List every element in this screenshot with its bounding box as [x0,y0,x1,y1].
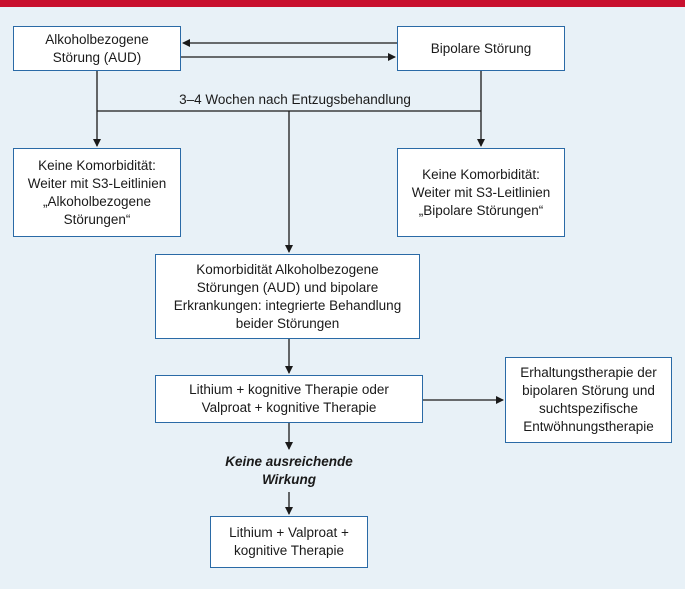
box-lithium-or-valproat: Lithium + kognitive Therapie oder Valpro… [155,375,423,423]
label-timing: 3–4 Wochen nach Entzugsbehandlung [179,92,411,107]
box-aud: Alkoholbezogene Störung (AUD) [13,26,181,71]
box-comorbidity: Komorbidität Alkoholbezogene Störungen (… [155,254,420,339]
accent-bar [0,0,685,7]
box-bipolar: Bipolare Störung [397,26,565,71]
box-maintenance-therapy: Erhaltungstherapie der bipolaren Störung… [505,357,672,443]
box-combination-therapy: Lithium + Valproat + kognitive Therapie [210,516,368,568]
label-insufficient-effect: Keine ausreichende Wirkung [225,454,353,487]
box-no-comorbidity-bipolar: Keine Komorbidität: Weiter mit S3-Leitli… [397,148,565,237]
box-no-comorbidity-aud: Keine Komorbidität: Weiter mit S3-Leitli… [13,148,181,237]
